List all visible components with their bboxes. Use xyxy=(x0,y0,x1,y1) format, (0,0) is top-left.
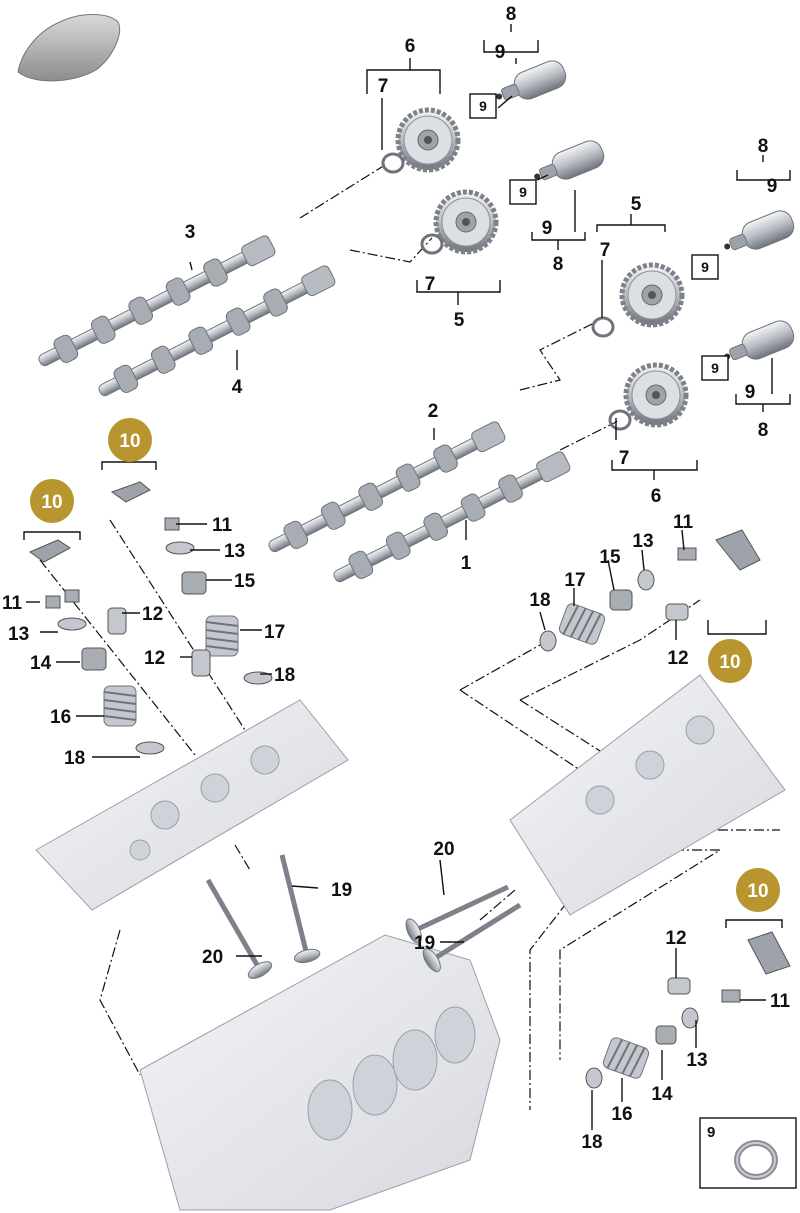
badge-10-a: 10 xyxy=(108,418,152,462)
label-7: 7 xyxy=(378,76,389,97)
camshaft-adjuster-mid-left xyxy=(436,192,496,252)
valvetrain-parts-left xyxy=(28,481,273,755)
label-11: 11 xyxy=(673,512,694,533)
label-14: 14 xyxy=(30,653,52,674)
label-4: 4 xyxy=(232,377,243,398)
label-18: 18 xyxy=(64,748,85,769)
label-5: 5 xyxy=(631,194,642,215)
inset-part-9: 9 xyxy=(699,1117,797,1189)
svg-text:10: 10 xyxy=(747,881,768,902)
label-7: 7 xyxy=(600,240,611,261)
label-15: 15 xyxy=(234,571,256,592)
svg-text:9: 9 xyxy=(707,1124,715,1141)
box-callout-9-b: 9 xyxy=(509,179,537,205)
label-2: 2 xyxy=(428,401,439,422)
label-18: 18 xyxy=(529,590,550,611)
solenoid-valve-3 xyxy=(718,206,798,262)
label-5: 5 xyxy=(454,310,465,331)
engine-block xyxy=(139,934,501,1211)
camshaft-adjuster-upper-right xyxy=(622,265,682,325)
label-19: 19 xyxy=(331,880,352,901)
label-18: 18 xyxy=(581,1132,602,1153)
box-callout-9-d: 9 xyxy=(701,355,729,381)
label-11: 11 xyxy=(2,593,23,614)
cylinder-head-left xyxy=(35,699,349,911)
svg-text:10: 10 xyxy=(41,492,62,513)
badge-10-c: 10 xyxy=(708,639,752,683)
label-13: 13 xyxy=(686,1050,707,1071)
svg-text:10: 10 xyxy=(119,431,140,452)
label-12: 12 xyxy=(667,648,688,669)
box-callout-9-a: 9 xyxy=(469,93,497,119)
label-14: 14 xyxy=(651,1084,673,1105)
svg-text:9: 9 xyxy=(711,360,719,376)
valve-19-left xyxy=(269,852,321,965)
label-7: 7 xyxy=(619,448,630,469)
label-9: 9 xyxy=(767,176,778,197)
label-16: 16 xyxy=(611,1104,632,1125)
svg-text:9: 9 xyxy=(519,184,527,200)
label-9: 9 xyxy=(745,382,756,403)
solenoid-valve-2 xyxy=(528,136,608,192)
label-15: 15 xyxy=(599,547,621,568)
leader-lines xyxy=(23,24,791,1130)
badge-10-b: 10 xyxy=(30,479,74,523)
label-11: 11 xyxy=(212,515,233,536)
label-13: 13 xyxy=(224,541,245,562)
label-13: 13 xyxy=(632,531,653,552)
label-7: 7 xyxy=(425,274,436,295)
label-6: 6 xyxy=(651,486,662,507)
label-12: 12 xyxy=(144,648,165,669)
svg-text:10: 10 xyxy=(719,652,740,673)
label-11: 11 xyxy=(770,991,791,1012)
badge-10-d: 10 xyxy=(736,868,780,912)
label-6: 6 xyxy=(405,36,416,57)
label-9: 9 xyxy=(542,218,553,239)
label-8: 8 xyxy=(506,4,517,25)
solenoid-valve-1 xyxy=(490,56,570,112)
label-1: 1 xyxy=(461,553,472,574)
label-12: 12 xyxy=(142,604,163,625)
label-8: 8 xyxy=(553,254,564,275)
svg-text:9: 9 xyxy=(701,259,709,275)
label-17: 17 xyxy=(564,570,585,591)
camshaft-2 xyxy=(263,417,509,561)
box-callout-9-c: 9 xyxy=(691,254,719,280)
label-8: 8 xyxy=(758,420,769,441)
label-16: 16 xyxy=(50,707,71,728)
label-8: 8 xyxy=(758,136,769,157)
label-19: 19 xyxy=(414,933,435,954)
label-12: 12 xyxy=(665,928,686,949)
cylinder-head-right xyxy=(509,674,786,916)
sealing-ring-icon xyxy=(734,1140,778,1180)
camshaft-adjuster-upper-left xyxy=(398,110,458,170)
label-3: 3 xyxy=(185,222,196,243)
solenoid-valve-4 xyxy=(718,316,798,372)
svg-text:9: 9 xyxy=(479,98,487,114)
valve-19-right xyxy=(420,894,527,974)
label-20: 20 xyxy=(433,839,454,860)
part-labels: 6 7 8 9 9 8 7 5 5 7 8 9 9 8 7 6 3 4 2 1 … xyxy=(2,4,791,1153)
label-13: 13 xyxy=(8,624,29,645)
valvetrain-parts-right xyxy=(539,529,791,1089)
label-17: 17 xyxy=(264,622,285,643)
circlips xyxy=(381,152,632,431)
label-20: 20 xyxy=(202,947,223,968)
vehicle-thumbnail-icon xyxy=(17,14,120,82)
label-18: 18 xyxy=(274,665,295,686)
camshaft-adjuster-lower-right xyxy=(626,365,686,425)
label-9: 9 xyxy=(495,42,506,63)
